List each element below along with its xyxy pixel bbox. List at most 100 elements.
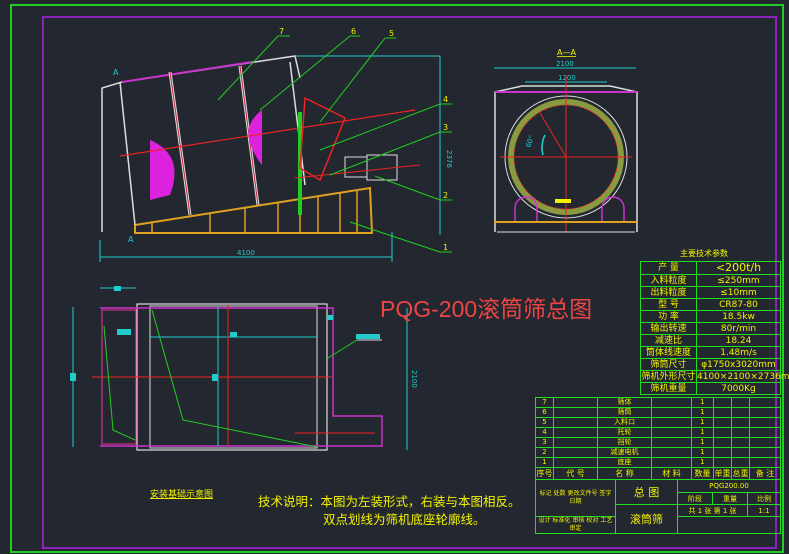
param-label: 出料粒度 bbox=[640, 286, 697, 299]
label-approve: 审定 bbox=[569, 525, 582, 532]
bom-cell bbox=[651, 447, 692, 458]
param-label: 输出转速 bbox=[640, 322, 697, 335]
bom-name: 挡轮 bbox=[597, 437, 652, 448]
bom-cell bbox=[651, 417, 692, 428]
bom-header-cell: 代 号 bbox=[553, 467, 598, 480]
note-line-2: 双点划线为筛机底座轮廓线。 bbox=[323, 512, 486, 527]
drawing-code: PQG200.00 bbox=[676, 479, 782, 493]
param-row: 出料粒度≤10mm bbox=[640, 286, 781, 299]
bom-cell bbox=[713, 407, 732, 418]
param-value: 18.24 bbox=[696, 334, 781, 347]
bom-cell bbox=[713, 447, 732, 458]
bom-qty: 1 bbox=[691, 437, 714, 448]
bom-cell bbox=[749, 457, 781, 468]
label-change-doc: 更改文件号 bbox=[567, 490, 598, 497]
param-value: <200t/h bbox=[696, 261, 781, 275]
sheet-info: 共 1 张 第 1 张 bbox=[677, 504, 748, 517]
bom-cell bbox=[713, 417, 732, 428]
weight-label: 重量 bbox=[712, 492, 748, 505]
param-value: 80r/min bbox=[696, 322, 781, 335]
param-label: 产 量 bbox=[640, 261, 697, 275]
bom-cell bbox=[651, 457, 692, 468]
section-view: A—A 2100 1200 60° bbox=[494, 48, 638, 233]
bom-cell bbox=[731, 427, 750, 438]
bom-no: 1 bbox=[535, 457, 554, 468]
callout-4: 4 bbox=[443, 95, 448, 104]
bom-cell bbox=[651, 397, 692, 408]
param-label: 型 号 bbox=[640, 298, 697, 311]
title-block: 标记 处数 更改文件号 签字 日期 总 图 PQG200.00 阶段重量比例 滚… bbox=[535, 479, 782, 534]
section-mark-top: A bbox=[113, 68, 119, 77]
bom-name: 托轮 bbox=[597, 427, 652, 438]
bom-cell bbox=[749, 417, 781, 428]
dim-side-height: 2376 bbox=[445, 150, 453, 168]
callout-2: 2 bbox=[443, 191, 448, 200]
param-row: 产 量<200t/h bbox=[640, 261, 781, 275]
bom-cell bbox=[651, 427, 692, 438]
scale-label: 比例 bbox=[746, 492, 782, 505]
callout-3: 3 bbox=[443, 123, 448, 132]
bom-cell bbox=[713, 397, 732, 408]
bom-no: 3 bbox=[535, 437, 554, 448]
outer-border bbox=[10, 4, 784, 553]
label-review: 审核 bbox=[572, 517, 585, 524]
dim-side-length: 4100 bbox=[237, 249, 255, 257]
param-label: 减速比 bbox=[640, 334, 697, 347]
bom-header-cell: 单重 bbox=[713, 467, 732, 480]
label-standard: 标准化 bbox=[552, 517, 571, 524]
bom-qty: 1 bbox=[691, 417, 714, 428]
label-sign: 签字 bbox=[599, 490, 612, 497]
param-row: 入料粒度≤250mm bbox=[640, 274, 781, 287]
bom-header-cell: 数量 bbox=[691, 467, 714, 480]
bom-header-cell: 总重 bbox=[731, 467, 750, 480]
bom-qty: 1 bbox=[691, 427, 714, 438]
param-label: 筛机外形尺寸 bbox=[640, 370, 697, 383]
label-process: 工艺 bbox=[600, 517, 613, 524]
bom-cell bbox=[749, 427, 781, 438]
bom-header-cell: 材 料 bbox=[651, 467, 692, 480]
bom-cell bbox=[553, 457, 598, 468]
drawing-title: PQG-200滚筒筛总图 bbox=[380, 296, 593, 322]
bom-qty: 1 bbox=[691, 397, 714, 408]
param-value: ≤10mm bbox=[696, 286, 781, 299]
callout-7: 7 bbox=[279, 27, 284, 36]
bom-row: 4 托轮 1 bbox=[535, 427, 781, 438]
bom-no: 4 bbox=[535, 427, 554, 438]
param-label: 筛机重量 bbox=[640, 382, 697, 395]
bom-no: 2 bbox=[535, 447, 554, 458]
bom-header-cell: 备 注 bbox=[749, 467, 781, 480]
label-design: 设计 bbox=[538, 517, 551, 524]
callout-1: 1 bbox=[443, 243, 448, 252]
bom-cell bbox=[731, 417, 750, 428]
bom-cell bbox=[713, 457, 732, 468]
empty-cell bbox=[676, 516, 782, 534]
bom-name: 入料口 bbox=[597, 417, 652, 428]
bom-cell bbox=[731, 437, 750, 448]
label-date: 日期 bbox=[569, 498, 582, 505]
bom-cell bbox=[553, 427, 598, 438]
label-count: 处数 bbox=[553, 490, 566, 497]
bom-cell bbox=[713, 437, 732, 448]
label-check: 校对 bbox=[586, 517, 599, 524]
technical-notes: 技术说明：本图为左装形式，右装与本图相反。 双点划线为筛机底座轮廓线。 bbox=[258, 493, 521, 529]
dim-plan-width: 2100 bbox=[410, 370, 418, 388]
bom-name: 筛体 bbox=[597, 397, 652, 408]
scale-value: 1:1 bbox=[746, 504, 782, 517]
approval-labels: 设计 标准化 审核 校对 工艺 审定 bbox=[535, 516, 616, 534]
note-line-1: 技术说明：本图为左装形式，右装与本图相反。 bbox=[258, 494, 521, 509]
label-mark: 标记 bbox=[539, 490, 552, 497]
dim-section-inner: 1200 bbox=[558, 74, 576, 82]
param-value: CR87-80 bbox=[696, 298, 781, 311]
param-label: 筒体线速度 bbox=[640, 346, 697, 359]
param-label: 功 率 bbox=[640, 310, 697, 323]
